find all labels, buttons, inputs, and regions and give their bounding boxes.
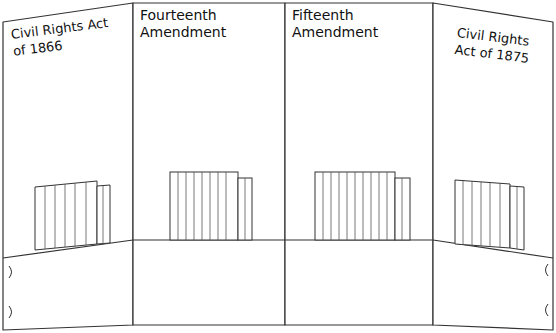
- fold-marks: [9, 264, 548, 318]
- panel-title: Fifteenth Amendment: [292, 7, 412, 41]
- panel-heading: Fourteenth Amendment: [140, 7, 260, 41]
- panel-title: Fourteenth Amendment: [140, 7, 260, 41]
- inner-panel: [285, 3, 433, 325]
- left-panel: [3, 3, 133, 330]
- panel-heading: Fifteenth Amendment: [292, 7, 412, 41]
- right-panel: [433, 3, 553, 330]
- book-spines: [45, 172, 517, 249]
- book-stacks: [35, 172, 524, 250]
- inner-panel: [133, 3, 285, 325]
